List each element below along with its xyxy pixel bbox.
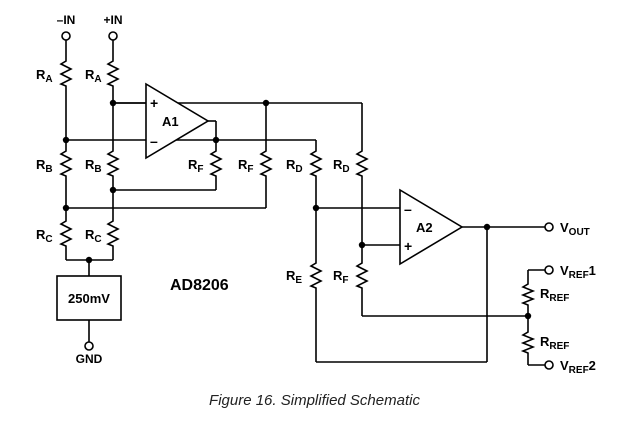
vout-terminal bbox=[544, 222, 554, 232]
rd-left-label: RD bbox=[286, 157, 303, 175]
rref-bottom-label: RREF bbox=[540, 334, 569, 352]
resistor-rc-pos bbox=[106, 218, 120, 248]
resistor-rc-neg bbox=[59, 218, 73, 248]
rref-top-label: RREF bbox=[540, 286, 569, 304]
rb-pos-label: RB bbox=[85, 157, 102, 175]
resistor-rd-left bbox=[309, 148, 323, 178]
rd-right-label: RD bbox=[333, 157, 350, 175]
rb-neg-label: RB bbox=[36, 157, 53, 175]
reference-box-label: 250mV bbox=[68, 291, 110, 306]
vref2-terminal bbox=[544, 360, 554, 370]
rf-right-label: RF bbox=[238, 157, 254, 175]
gnd-label: GND bbox=[76, 352, 103, 366]
a2-label: A2 bbox=[416, 220, 433, 235]
resistor-re bbox=[309, 260, 323, 290]
neg-in-label: –IN bbox=[57, 13, 76, 27]
rc-neg-label: RC bbox=[36, 227, 53, 245]
resistor-rref-top bbox=[520, 282, 536, 306]
junction-dots bbox=[62, 99, 532, 320]
re-label: RE bbox=[286, 268, 302, 286]
figure-caption: Figure 16. Simplified Schematic bbox=[209, 392, 420, 409]
ra-neg-label: RA bbox=[36, 67, 53, 85]
rf-left-label: RF bbox=[188, 157, 204, 175]
vref1-label: VREF1 bbox=[560, 263, 596, 281]
terminals bbox=[61, 31, 554, 370]
resistor-rf-right bbox=[259, 148, 273, 178]
neg-in-terminal bbox=[61, 31, 71, 41]
resistor-rb-neg bbox=[59, 148, 73, 178]
resistor-rd-right bbox=[355, 148, 369, 178]
rf-a2-label: RF bbox=[333, 268, 349, 286]
gnd-terminal bbox=[84, 341, 94, 351]
reference-source: 250mV bbox=[56, 275, 122, 321]
vref1-terminal bbox=[544, 265, 554, 275]
resistor-zigzags bbox=[59, 58, 536, 354]
a2-minus-sign: – bbox=[404, 201, 412, 217]
pos-in-terminal bbox=[108, 31, 118, 41]
wiring bbox=[65, 40, 545, 366]
part-number: AD8206 bbox=[170, 277, 229, 294]
amplifier-a1: + – A1 bbox=[145, 82, 210, 160]
a2-plus-sign: + bbox=[404, 238, 412, 254]
resistor-ra-pos bbox=[106, 58, 120, 88]
resistor-ra-neg bbox=[59, 58, 73, 88]
ra-pos-label: RA bbox=[85, 67, 102, 85]
a1-minus-sign: – bbox=[150, 133, 158, 149]
amplifier-a2: – + A2 bbox=[399, 188, 464, 266]
resistor-rf-a2 bbox=[355, 260, 369, 290]
a1-plus-sign: + bbox=[150, 95, 158, 111]
resistor-rf-left bbox=[209, 148, 223, 178]
labels: –IN +IN GND RA RA RB RB RC RC RF RF RD R… bbox=[36, 13, 596, 376]
rc-pos-label: RC bbox=[85, 227, 102, 245]
pos-in-label: +IN bbox=[103, 13, 122, 27]
resistor-rb-pos bbox=[106, 148, 120, 178]
vref2-label: VREF2 bbox=[560, 358, 596, 376]
vout-label: VOUT bbox=[560, 220, 590, 238]
resistor-rref-bottom bbox=[520, 330, 536, 354]
a1-label: A1 bbox=[162, 114, 179, 129]
